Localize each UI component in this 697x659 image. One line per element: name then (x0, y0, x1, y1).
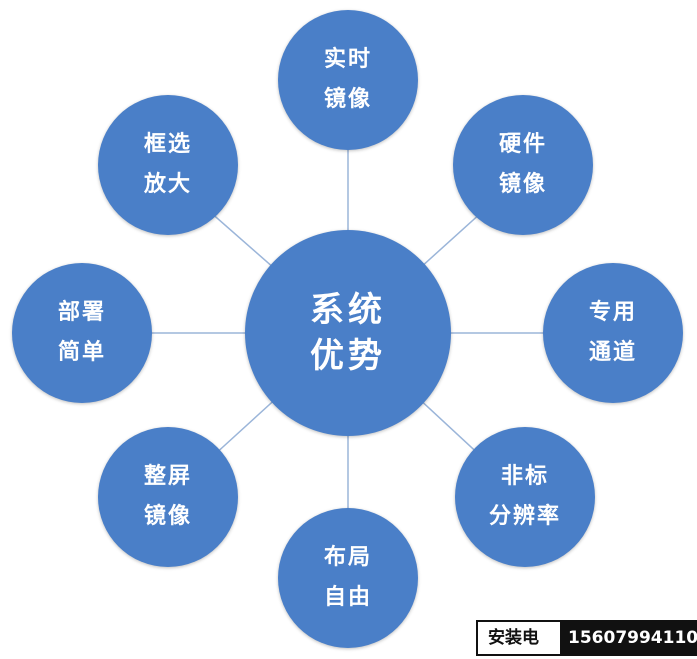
node-dedicated-channel: 专用 通道 (543, 263, 683, 403)
node-hardware-mirror: 硬件 镜像 (453, 95, 593, 235)
node-label-line: 部署 (57, 300, 106, 325)
node-label-line: 非标 (500, 464, 549, 489)
node-label-line: 镜像 (323, 87, 372, 112)
node-label-line: 硬件 (498, 132, 547, 157)
node-box-zoom: 框选 放大 (98, 95, 238, 235)
center-label-line: 优势 (310, 336, 386, 376)
node-label-line: 简单 (57, 340, 106, 365)
contact-label: 安装电话 (478, 622, 560, 654)
node-label-line: 分辨率 (488, 504, 561, 529)
node-label-line: 镜像 (143, 504, 192, 529)
node-system-advantages: 系统 优势 (245, 230, 451, 436)
node-label-line: 镜像 (498, 172, 547, 197)
node-nonstandard-resolution: 非标 分辨率 (455, 427, 595, 567)
node-free-layout: 布局 自由 (278, 508, 418, 648)
node-label-line: 自由 (323, 585, 372, 610)
node-fullscreen-mirror: 整屏 镜像 (98, 427, 238, 567)
node-label-line: 放大 (143, 172, 192, 197)
node-label-line: 实时 (323, 47, 372, 72)
node-label-line: 整屏 (143, 464, 192, 489)
node-label-line: 专用 (588, 300, 637, 325)
node-label-line: 通道 (588, 340, 637, 365)
contact-number: 15607994110 (560, 622, 697, 654)
node-easy-deployment: 部署 简单 (12, 263, 152, 403)
center-label-line: 系统 (310, 290, 386, 330)
node-label-line: 框选 (143, 132, 192, 157)
node-label-line: 布局 (323, 545, 372, 570)
node-realtime-mirror: 实时 镜像 (278, 10, 418, 150)
contact-phone-box: 安装电话 15607994110 (476, 620, 697, 656)
